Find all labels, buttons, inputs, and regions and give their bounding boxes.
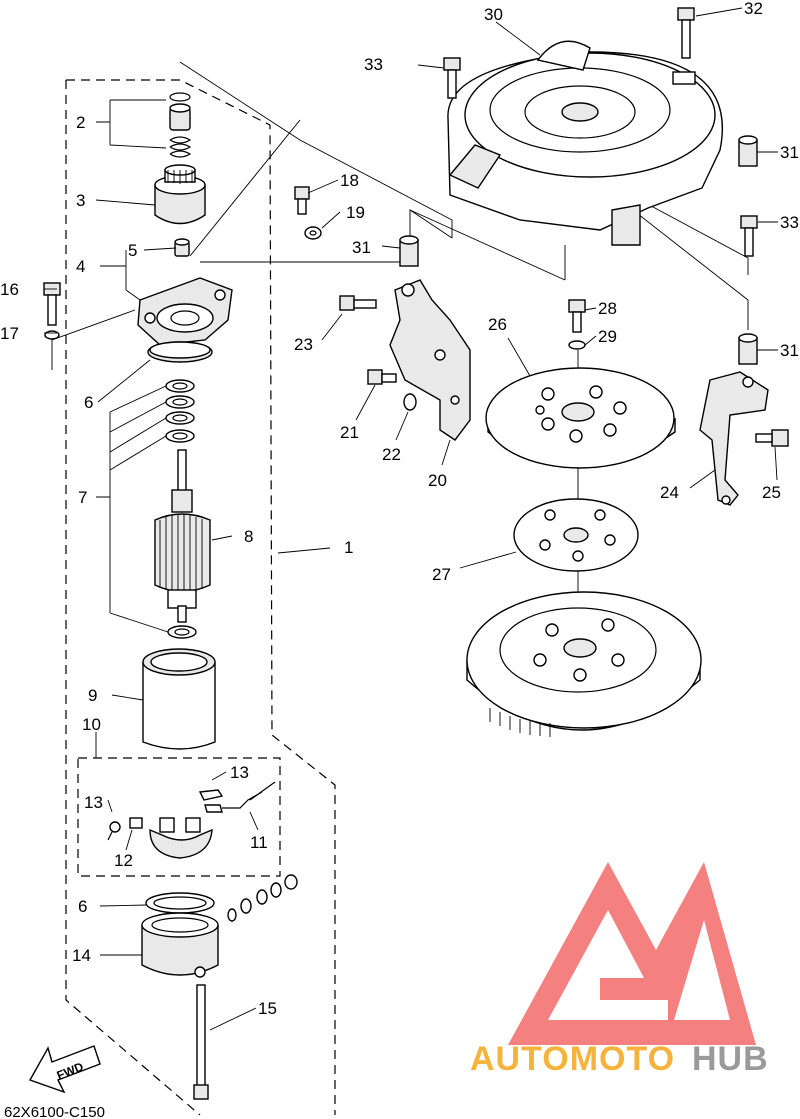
part-2-clip-collar-spring xyxy=(169,92,192,158)
part-22-washer xyxy=(403,393,417,411)
part-8-armature xyxy=(154,449,211,623)
callout-26: 26 xyxy=(488,315,507,334)
part-15-through-bolt xyxy=(193,984,209,1100)
part-32-bolt xyxy=(677,7,695,59)
callout-9: 9 xyxy=(88,686,97,705)
part-31-collar-right-bottom xyxy=(738,333,758,365)
callout-22: 22 xyxy=(382,445,401,464)
watermark-text-a: AUTOMOTO xyxy=(470,1040,675,1078)
watermark-text-b: HUB xyxy=(692,1040,769,1078)
callout-4: 4 xyxy=(76,257,85,276)
part-25-bolt xyxy=(755,429,789,447)
part-17-washer xyxy=(44,330,60,340)
callout-25: 25 xyxy=(762,483,781,502)
part-5-bushing xyxy=(174,238,190,257)
watermark: AUTOMOTO HUB xyxy=(470,862,769,1078)
callout-16: 16 xyxy=(0,280,19,299)
callout-31-right-top: 31 xyxy=(780,143,799,162)
callout-13-left: 13 xyxy=(84,793,103,812)
callout-29: 29 xyxy=(598,327,617,346)
part-20-bracket xyxy=(389,279,471,441)
part-6-seal-lower xyxy=(145,892,215,914)
callout-10: 10 xyxy=(82,715,101,734)
diagram-code: 62X6100-C150 xyxy=(4,1104,105,1119)
assembly-leaders xyxy=(51,61,749,620)
part-33-screw-lower xyxy=(740,215,758,257)
callout-33-lower: 33 xyxy=(780,213,799,232)
callout-1: 1 xyxy=(344,538,353,557)
callout-28: 28 xyxy=(598,299,617,318)
part-31-collar-right-top xyxy=(738,135,758,167)
callout-24: 24 xyxy=(660,483,679,502)
callout-leaders xyxy=(44,7,778,1031)
callout-18: 18 xyxy=(340,171,359,190)
callout-15: 15 xyxy=(258,999,277,1018)
part-23-bolt xyxy=(339,295,377,311)
part-14-nuts-washers xyxy=(227,874,298,922)
part-10-brush-set xyxy=(107,781,276,859)
callout-11: 11 xyxy=(250,833,268,852)
part-6-seal-upper xyxy=(147,341,213,363)
part-33-screw-upper xyxy=(443,57,461,99)
callout-2: 2 xyxy=(76,113,85,132)
part-18-screw xyxy=(294,186,310,215)
part-31-collar-left xyxy=(399,235,419,267)
callout-14: 14 xyxy=(72,946,91,965)
callout-17: 17 xyxy=(0,324,19,343)
callout-27: 27 xyxy=(432,565,451,584)
callout-8: 8 xyxy=(244,527,253,546)
callout-32: 32 xyxy=(744,0,763,18)
fwd-arrow: FWD xyxy=(28,1045,101,1094)
callout-30: 30 xyxy=(484,5,503,24)
callout-19: 19 xyxy=(346,203,365,222)
callout-23: 23 xyxy=(294,335,313,354)
callout-6-upper: 6 xyxy=(84,393,93,412)
callout-20: 20 xyxy=(428,471,447,490)
callout-6-lower: 6 xyxy=(78,897,87,916)
part-27-plate xyxy=(513,498,639,572)
watermark-logo xyxy=(508,862,756,1045)
part-3-pinion xyxy=(154,164,206,225)
part-14-lower-bracket xyxy=(141,912,219,978)
callout-31-right-bottom: 31 xyxy=(780,341,799,360)
part-30-flywheel-cover xyxy=(447,40,724,246)
callout-12: 12 xyxy=(114,851,133,870)
part-24-lever xyxy=(699,371,769,506)
assembly-frame-1 xyxy=(65,79,336,1116)
part-28-bolt xyxy=(568,299,586,333)
callout-3: 3 xyxy=(76,191,85,210)
part-4-upper-bracket xyxy=(137,277,233,346)
part-29-washer xyxy=(568,340,586,350)
callout-5: 5 xyxy=(128,241,137,260)
part-19-washer xyxy=(304,226,322,240)
callout-33-upper: 33 xyxy=(364,55,383,74)
part-26-stator-plate xyxy=(485,367,676,469)
flywheel xyxy=(466,591,702,737)
callout-7: 7 xyxy=(78,488,87,507)
callout-labels: 1 2 3 4 5 6 6 7 8 9 10 11 12 13 13 14 15… xyxy=(0,0,799,1018)
callout-13-right: 13 xyxy=(230,763,249,782)
part-9-yoke xyxy=(142,648,216,750)
callout-21: 21 xyxy=(340,423,359,442)
callout-31-left: 31 xyxy=(352,238,371,257)
part-21-bolt xyxy=(367,369,397,385)
